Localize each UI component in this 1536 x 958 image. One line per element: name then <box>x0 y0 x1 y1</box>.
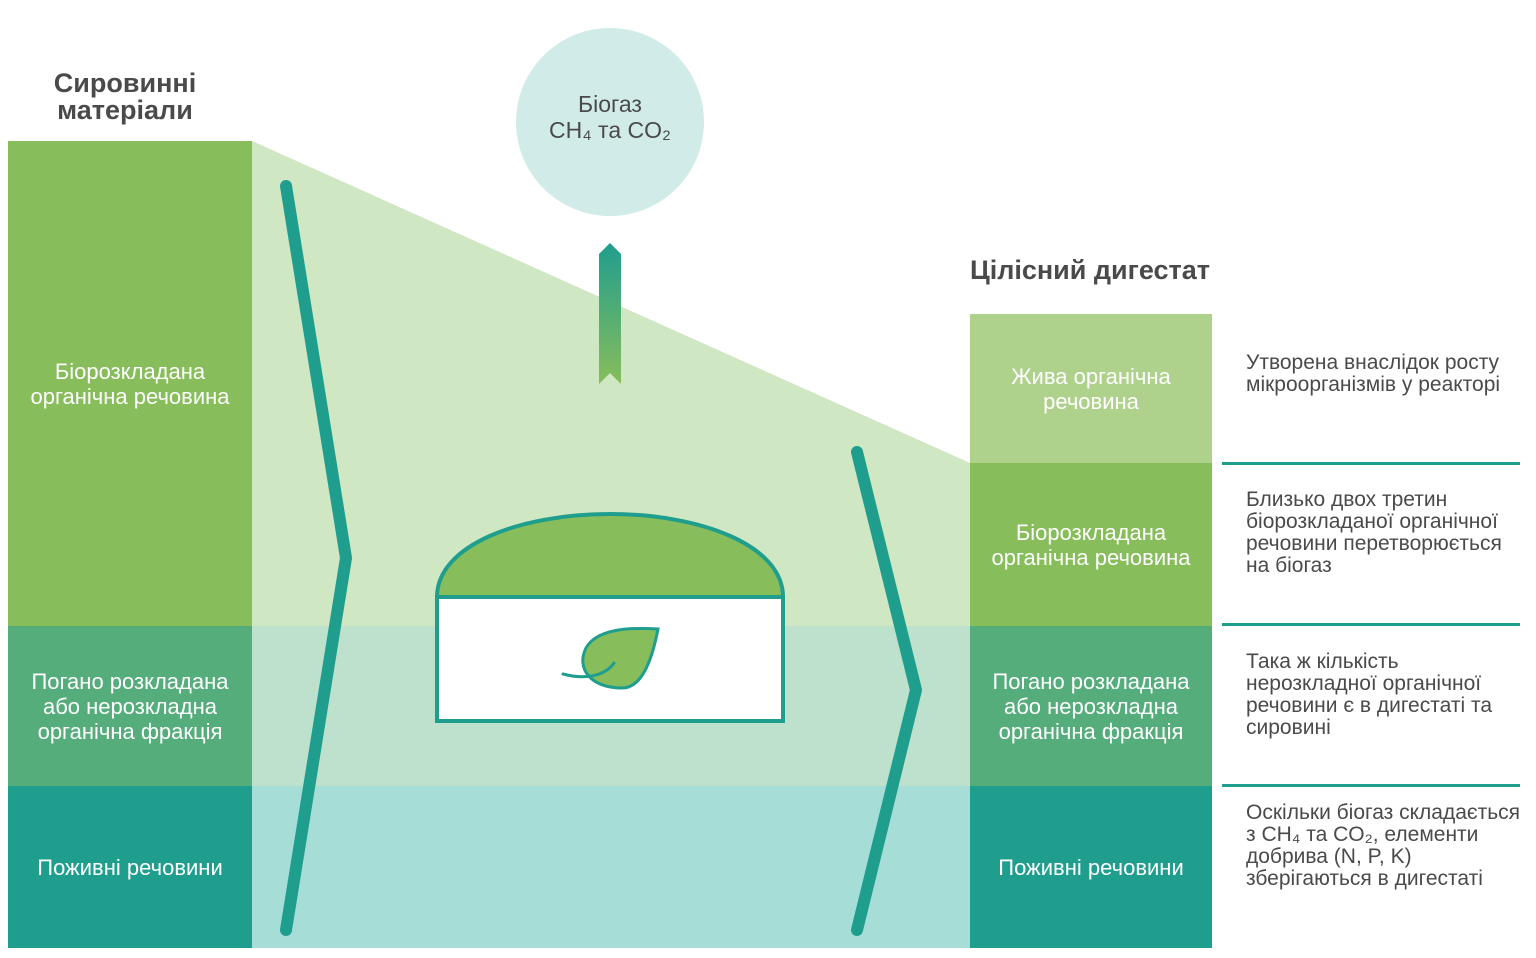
leaf-icon <box>561 626 660 690</box>
digester-icon <box>434 511 786 723</box>
funnel-top-region <box>252 141 970 626</box>
digestate-heading: Цілісний дигестат <box>969 255 1211 285</box>
right-block-label: Жива органічна речовина <box>1011 363 1171 414</box>
description-nutrients: Оскільки біогаз складається з CH₄ та CO₂… <box>1246 801 1521 890</box>
right-block-nutrients: Поживні речовини <box>970 786 1212 948</box>
arrow-up-icon <box>599 243 621 384</box>
right-block-biodegradable: Біорозкладана органічна речовина <box>970 463 1212 626</box>
right-block-living: Жива органічна речовина <box>970 314 1212 463</box>
funnel-bottom-region <box>252 786 970 948</box>
chevron-right-icon <box>851 446 922 936</box>
left-block-label: Погано розкладана або нерозкладна органі… <box>31 668 229 744</box>
left-block-label: Поживні речовини <box>37 854 223 880</box>
left-block-label: Біорозкладана органічна речовина <box>30 358 230 409</box>
biogas-formula: CH₄ та CO₂ <box>549 117 671 143</box>
right-block-label: Біорозкладана органічна речовина <box>991 519 1191 570</box>
biogas-title: Біогаз <box>578 91 642 117</box>
left-block-nutrients: Поживні речовини <box>8 786 252 948</box>
left-block-biodegradable: Біорозкладана органічна речовина <box>8 141 252 626</box>
biogas-bubble <box>516 28 704 216</box>
description-poorly-degradable: Така ж кількість нерозкладної органічної… <box>1246 650 1493 739</box>
right-block-label: Поживні речовини <box>998 854 1184 880</box>
divider <box>1222 623 1520 626</box>
divider <box>1222 462 1520 465</box>
chevron-right-icon <box>280 180 352 936</box>
description-living: Утворена внаслідок росту мікроорганізмів… <box>1246 351 1501 396</box>
description-biodegradable: Близько двох третин біорозкладаної орган… <box>1246 488 1502 577</box>
divider <box>1222 784 1520 787</box>
right-block-poorly-degradable: Погано розкладана або нерозкладна органі… <box>970 626 1212 786</box>
right-block-label: Погано розкладана або нерозкладна органі… <box>992 668 1190 744</box>
raw-materials-heading: Сировинні матеріали <box>53 68 197 125</box>
left-block-poorly-degradable: Погано розкладана або нерозкладна органі… <box>8 626 252 786</box>
